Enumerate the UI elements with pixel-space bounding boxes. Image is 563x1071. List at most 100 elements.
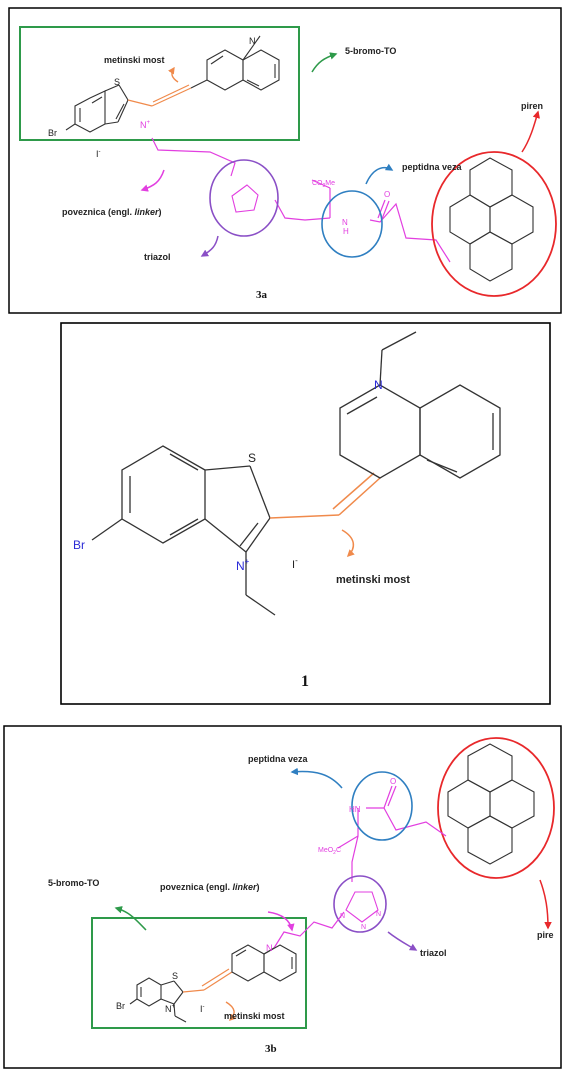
ester-b-sub: 2	[333, 850, 336, 856]
dye-highlight-box-b	[91, 917, 307, 1029]
linker-word-b: linker	[233, 882, 258, 892]
triazole-ring-b	[345, 891, 379, 923]
dye-arrow-a	[311, 52, 338, 73]
dye-label-b: 5-bromo-TO	[48, 878, 99, 888]
ester-a-sub: 2	[323, 183, 326, 189]
linker-chain-b	[273, 911, 345, 949]
dye-label-a: 5-bromo-TO	[345, 46, 396, 56]
benzothiazole-ring-b	[129, 977, 187, 1023]
linker-arrow-b	[267, 911, 295, 932]
atom-n-quin-a: N	[249, 36, 256, 46]
peptide-chain-b	[337, 785, 447, 882]
panel-1-frame	[60, 322, 551, 705]
peptide-circle-b	[351, 771, 413, 841]
triazole-label-b: triazol	[420, 948, 447, 958]
amide-o-b: O	[390, 777, 396, 786]
peptide-circle-a	[321, 190, 383, 258]
panel-1: metinski most 1 S N+ Br I- N	[60, 322, 551, 705]
iodide-b: I-	[200, 1004, 205, 1014]
iodide-1-text: I	[292, 559, 295, 571]
quinoline-ring	[190, 35, 280, 91]
ester-a-me: Me	[325, 180, 335, 187]
pyrene-label-a: piren	[521, 101, 543, 111]
methine-bridge-1	[269, 472, 381, 519]
atom-n-b-text: N	[165, 1004, 172, 1014]
atom-nplus-b: N+	[165, 1004, 176, 1014]
pyrene-arrow-b	[539, 879, 552, 930]
iodide-a-text: I	[96, 149, 99, 159]
atom-n-a-text: N	[140, 120, 147, 130]
methine-bridge	[127, 84, 192, 107]
pyrene-label-b: pire	[537, 930, 554, 940]
iodide-1-minus: -	[295, 556, 298, 565]
dye-highlight-box	[19, 26, 300, 141]
atom-s-b: S	[172, 971, 178, 981]
pyrene-a	[449, 157, 534, 282]
iodide-a-minus: -	[99, 149, 101, 155]
peptide-arrow-a	[365, 163, 394, 185]
triazole-circle-a	[209, 159, 279, 237]
linker-suffix-b: )	[257, 882, 260, 892]
panel-3b: peptidna veza 5-bromo-TO poveznica (engl…	[3, 725, 562, 1069]
methine-label-b: metinski most	[224, 1011, 285, 1021]
triazole-ring-a	[231, 184, 259, 213]
linker-prefix-b: poveznica (engl.	[160, 882, 233, 892]
panel-3b-frame	[3, 725, 562, 1069]
triazole-label-a: triazol	[144, 252, 171, 262]
triazole-arrow-a	[200, 235, 219, 257]
methine-label-1: metinski most	[336, 574, 410, 586]
panel-3a: metinski most 5-bromo-TO piren peptidna …	[8, 7, 562, 314]
methine-label-a: metinski most	[104, 55, 165, 65]
linker-label-a: poveznica (engl. linker)	[62, 207, 162, 217]
panel-number-a: 3a	[256, 289, 268, 301]
panel-3a-frame	[8, 7, 562, 314]
dye-arrow-b	[114, 906, 147, 931]
atom-n-1-text: N	[236, 559, 245, 573]
panel-number-1: 1	[301, 673, 309, 690]
amide-n-a: N	[342, 218, 348, 227]
triazole-arrow-b	[387, 931, 418, 951]
atom-n-quin-1: N	[374, 378, 383, 392]
atom-nplus-1: N+	[236, 557, 250, 573]
iodide-1: I-	[292, 556, 298, 571]
triazole-n3-b: N	[376, 911, 381, 918]
peptide-label-a: peptidna veza	[402, 162, 463, 172]
atom-plus-b: +	[172, 1004, 176, 1010]
methine-bridge-b	[182, 968, 233, 993]
linker-prefix: poveznica (engl.	[62, 207, 135, 217]
quinoline-ring-1	[339, 331, 501, 479]
pyrene-arrow-a	[521, 110, 540, 153]
iodide-b-text: I	[200, 1004, 203, 1014]
ester-a-co: CO	[312, 180, 323, 187]
atom-nplus-a: N+	[140, 120, 151, 130]
ester-b-meo: MeO	[318, 847, 334, 854]
atom-br-1: Br	[73, 538, 85, 552]
quinoline-ring-b	[231, 944, 297, 982]
linker-word: linker	[135, 207, 160, 217]
pyrene-b	[447, 743, 535, 865]
atom-n-quin-b: N	[266, 943, 273, 953]
peptide-label-b: peptidna veza	[248, 754, 309, 764]
benzothiazole-ring	[65, 84, 129, 133]
triazole-n2-b: N	[361, 924, 366, 931]
panel-number-b: 3b	[265, 1043, 277, 1055]
br-bond-1	[91, 518, 123, 541]
amide-hn-b: HN	[349, 805, 361, 814]
triazole-n1-b: N	[340, 913, 345, 920]
methine-arrow-b	[225, 1001, 237, 1021]
atom-br-b: Br	[116, 1001, 125, 1011]
atom-s-a: S	[114, 77, 120, 87]
iodide-a: I-	[96, 149, 101, 159]
iodide-b-minus: -	[203, 1004, 205, 1010]
ester-b: MeO2C	[318, 847, 341, 856]
benzothiazole-ring-1	[121, 445, 276, 616]
amide-o-a: O	[384, 190, 390, 199]
atom-br-a: Br	[48, 128, 57, 138]
linker-suffix: )	[159, 207, 162, 217]
methine-arrow-1	[341, 529, 355, 558]
pyrene-circle-a	[431, 151, 557, 297]
methine-arrow-a	[167, 66, 179, 83]
atom-s-1: S	[248, 451, 256, 465]
triazole-circle-b	[333, 875, 387, 933]
